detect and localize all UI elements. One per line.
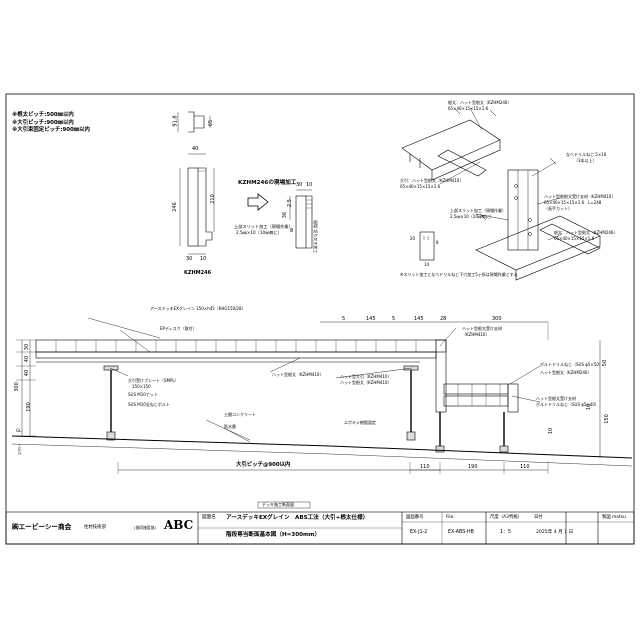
section-view (11, 317, 633, 474)
isometric-detail (401, 107, 601, 281)
note-joist-pitch: ※根太ピッチ:500㎜以内 (12, 112, 74, 118)
caption-box (257, 501, 311, 509)
notes-block: ※根太ピッチ:500㎜以内 ※大引ピッチ:900㎜以内 ※大引束固定ピッチ:90… (12, 112, 90, 135)
title-block (5, 511, 635, 545)
profile-kzhm246 (177, 111, 215, 255)
note-beam-fix-pitch: ※大引束固定ピッチ:900㎜以内 (12, 127, 90, 134)
note-beam-pitch: ※大引ピッチ:900㎜以内 (12, 119, 74, 126)
field-work-detail (247, 189, 313, 249)
sheet-frame (5, 93, 635, 545)
